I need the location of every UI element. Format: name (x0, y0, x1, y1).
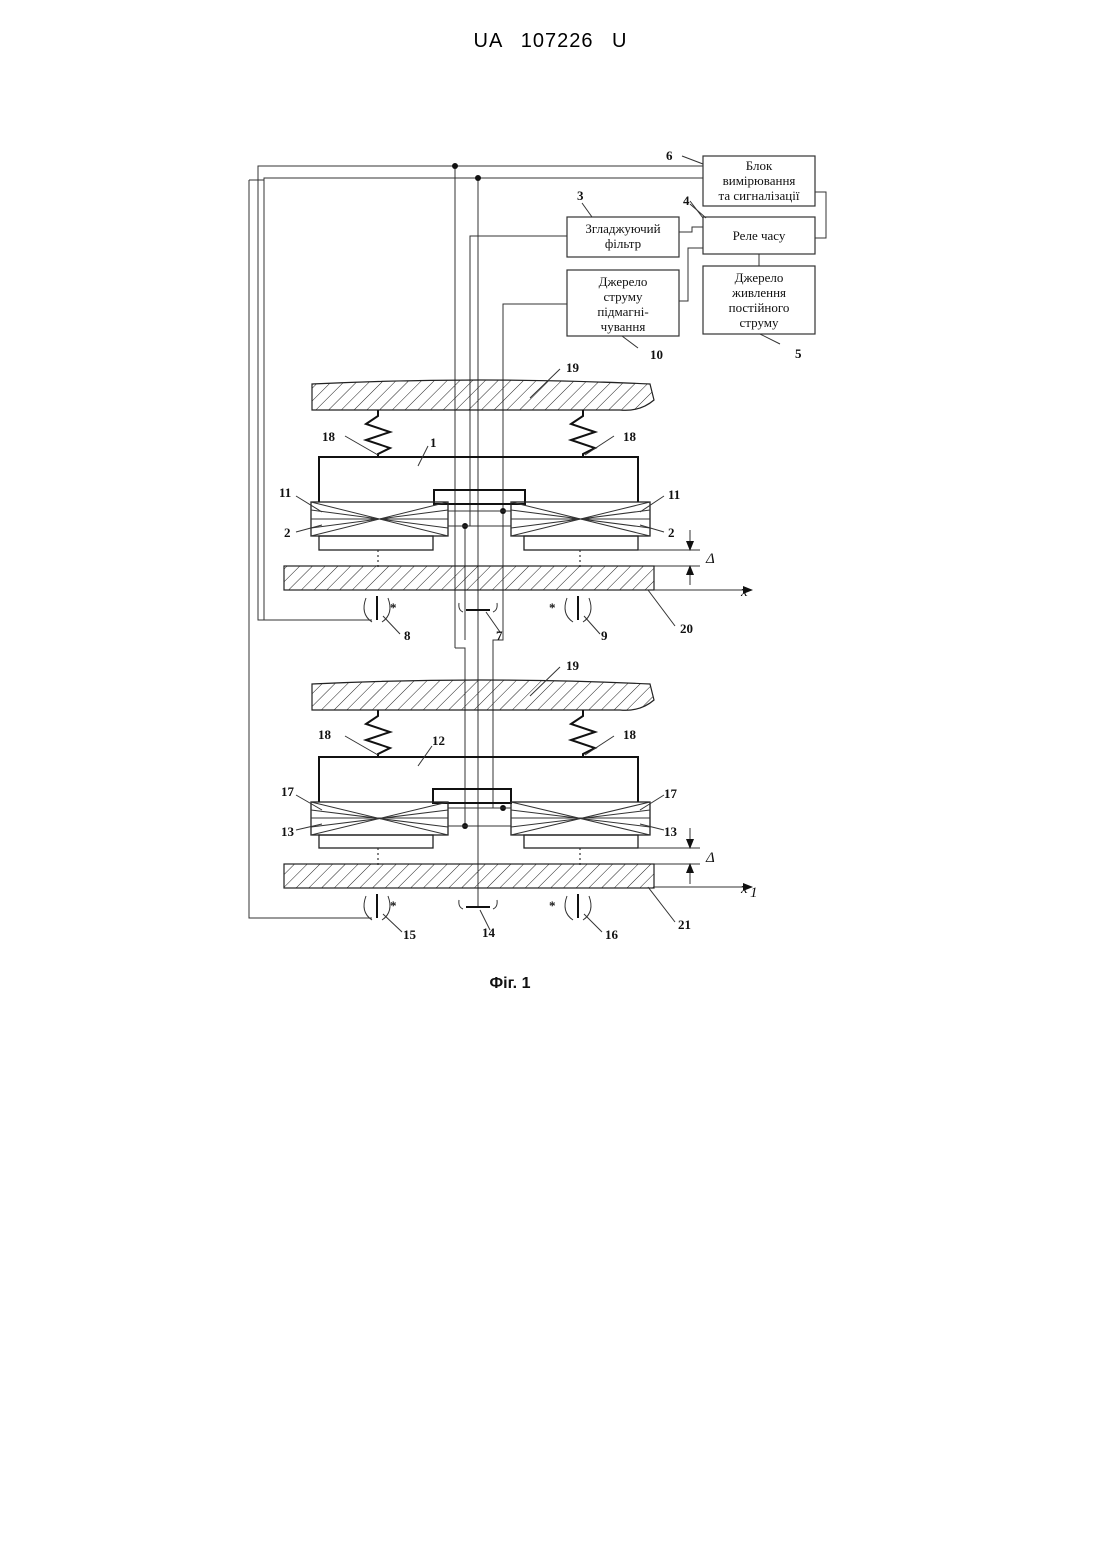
label-20: 20 (680, 621, 693, 636)
label-11-right: 11 (668, 487, 680, 502)
label-5: 5 (795, 346, 802, 361)
svg-text:струму: струму (740, 315, 779, 330)
label-7: 7 (496, 628, 503, 643)
label-10: 10 (650, 347, 663, 362)
block-4-time-relay: Реле часу (703, 217, 815, 254)
svg-text:Джерело: Джерело (599, 274, 648, 289)
svg-text:вимірювання: вимірювання (723, 173, 796, 188)
label-delta-top: Δ (705, 551, 715, 567)
label-9: 9 (601, 628, 608, 643)
label-2-right: 2 (668, 525, 675, 540)
svg-text:та сигналізації: та сигналізації (719, 188, 800, 203)
label-2-left: 2 (284, 525, 291, 540)
svg-text:чування: чування (601, 319, 646, 334)
svg-text:Блок: Блок (746, 158, 773, 173)
label-3: 3 (577, 188, 584, 203)
svg-text:Реле часу: Реле часу (733, 228, 786, 243)
star-9: * (549, 600, 556, 615)
svg-text:Згладжуючий: Згладжуючий (585, 221, 660, 236)
label-18-top-left: 18 (322, 429, 336, 444)
label-6: 6 (666, 148, 673, 163)
label-4: 4 (683, 193, 690, 208)
label-12: 12 (432, 733, 445, 748)
label-8: 8 (404, 628, 411, 643)
upper-assembly (284, 380, 752, 622)
label-18-top-right: 18 (623, 429, 637, 444)
block-3-smoothing-filter: Згладжуючий фільтр (567, 217, 679, 257)
label-x1-axis: x (740, 881, 748, 897)
label-13-right: 13 (664, 824, 678, 839)
label-delta-bottom: Δ (705, 850, 715, 866)
block-6-measurement-signaling: Блок вимірювання та сигналізації (703, 156, 815, 206)
label-21: 21 (678, 917, 691, 932)
label-15: 15 (403, 927, 417, 942)
svg-text:живлення: живлення (731, 285, 786, 300)
svg-text:підмагні-: підмагні- (597, 304, 648, 319)
label-x-axis: x (740, 584, 748, 600)
svg-text:струму: струму (604, 289, 643, 304)
figure-caption: Фіг. 1 (490, 975, 531, 992)
label-13-left: 13 (281, 824, 295, 839)
label-18-bottom-right: 18 (623, 727, 637, 742)
label-17-right: 17 (664, 786, 678, 801)
star-15: * (390, 898, 397, 913)
label-14: 14 (482, 925, 496, 940)
label-19-top: 19 (566, 360, 580, 375)
label-11-left: 11 (279, 485, 291, 500)
star-16: * (549, 898, 556, 913)
svg-text:Джерело: Джерело (735, 270, 784, 285)
label-19-bottom: 19 (566, 658, 580, 673)
label-x1-subscript: 1 (750, 885, 758, 901)
svg-text:постійного: постійного (729, 300, 790, 315)
label-18-bottom-left: 18 (318, 727, 332, 742)
block-10-bias-current-source: Джерело струму підмагні- чування (567, 270, 679, 336)
label-16: 16 (605, 927, 619, 942)
label-1: 1 (430, 435, 437, 450)
block-5-dc-power-supply: Джерело живлення постійного струму (703, 266, 815, 334)
svg-text:фільтр: фільтр (605, 236, 641, 251)
label-17-left: 17 (281, 784, 295, 799)
star-8: * (390, 600, 397, 615)
